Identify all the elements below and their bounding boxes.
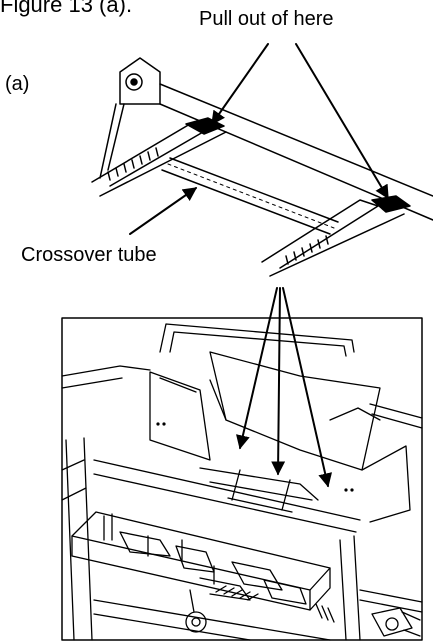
tray-valves bbox=[103, 513, 307, 605]
pull-out-callout: Pull out of here bbox=[199, 8, 334, 30]
detail-frame bbox=[61, 317, 423, 641]
left-tray-strip bbox=[91, 123, 227, 197]
crossover-tube-callout: Crossover tube bbox=[21, 244, 157, 266]
machine-illustration bbox=[61, 323, 423, 641]
mounting-bracket bbox=[99, 57, 161, 179]
right-pull-slot bbox=[371, 195, 411, 213]
panel-label-a: (a) bbox=[5, 73, 30, 95]
pull-arrow-left bbox=[211, 43, 269, 126]
caster-wheel bbox=[185, 589, 207, 633]
left-pull-slot bbox=[185, 117, 225, 135]
crossover-arrow bbox=[129, 187, 198, 235]
top-detail bbox=[91, 43, 433, 277]
right-tray-strip bbox=[261, 199, 405, 277]
figure-title: Figure 13 (a). bbox=[0, 0, 133, 17]
crossover-tube bbox=[161, 157, 339, 235]
pull-arrow-right bbox=[295, 43, 389, 200]
location-arrows bbox=[236, 287, 333, 488]
